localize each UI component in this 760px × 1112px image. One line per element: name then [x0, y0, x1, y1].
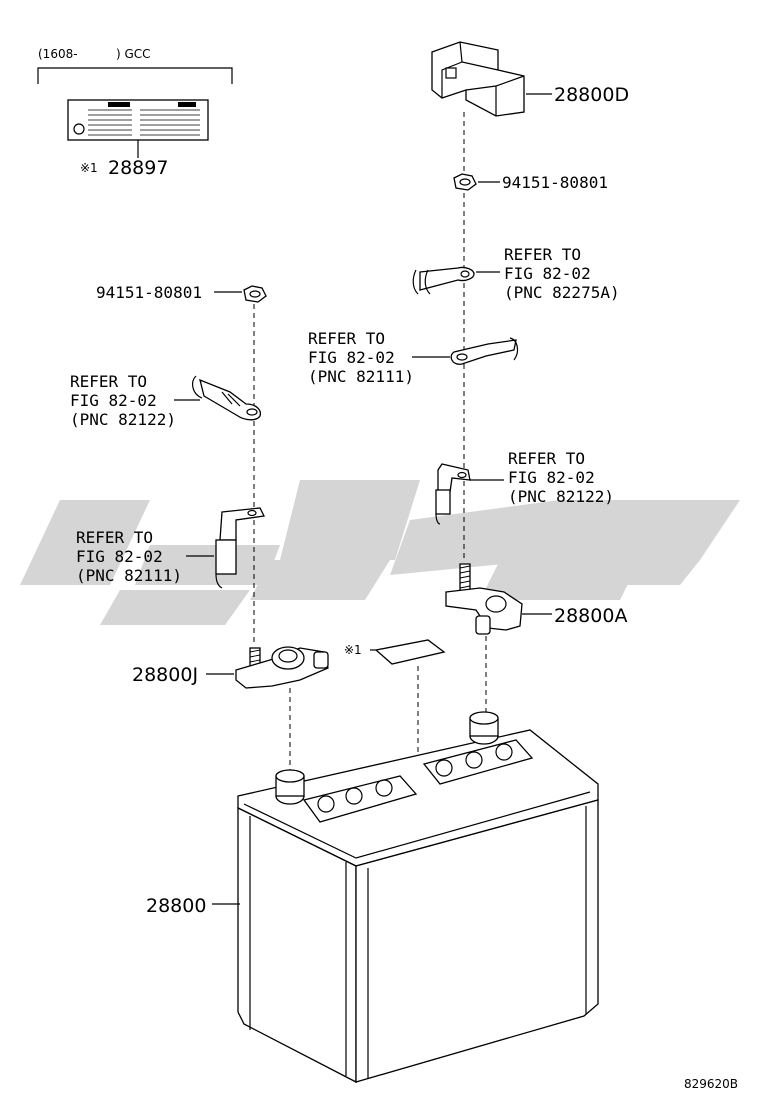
ring-terminal-82111-right[interactable] [450, 337, 519, 365]
ref4-line1: REFER TO [70, 372, 147, 391]
ref5-line2: FIG 82-02 [76, 547, 163, 566]
positive-clamp-part[interactable] [445, 563, 523, 635]
part-number-28897[interactable]: 28897 [108, 157, 168, 179]
part-number-28800[interactable]: 28800 [146, 895, 206, 917]
ref5-line1: REFER TO [76, 528, 153, 547]
nut-top-part[interactable] [453, 173, 477, 191]
ref3-line3[interactable]: (PNC 82122) [508, 487, 614, 506]
part-number-94151-left[interactable]: 94151-80801 [96, 283, 202, 302]
ref1-line2: FIG 82-02 [504, 264, 591, 283]
sheet-note-mark: ※1 [344, 643, 362, 657]
ref2-line1: REFER TO [308, 329, 385, 348]
battery-part[interactable] [237, 711, 599, 1084]
ring-terminal-82122-left[interactable] [192, 375, 262, 421]
ref1-line3[interactable]: (PNC 82275A) [504, 283, 620, 302]
date-range-text: (1608- [38, 47, 78, 61]
cable-terminal-82275A[interactable] [412, 266, 475, 295]
part-number-28800D[interactable]: 28800D [554, 84, 629, 106]
nut-left-part[interactable] [243, 285, 267, 303]
bracket-terminal-82122-right[interactable] [435, 463, 471, 525]
ref5-line3[interactable]: (PNC 82111) [76, 566, 182, 585]
ref3-line1: REFER TO [508, 449, 585, 468]
applicability-bracket: (1608- ) GCC [37, 47, 233, 84]
warning-sheet-part[interactable] [374, 639, 446, 665]
negative-clamp-part[interactable] [235, 646, 329, 689]
ref4-line2: FIG 82-02 [70, 391, 157, 410]
bracket-terminal-82111-left[interactable] [215, 507, 265, 589]
ref1-line1: REFER TO [504, 245, 581, 264]
part-number-94151-top[interactable]: 94151-80801 [502, 173, 608, 192]
region-text: ) GCC [116, 47, 151, 61]
figure-id: 829620B [684, 1077, 738, 1091]
part-number-28800A[interactable]: 28800A [554, 605, 627, 627]
part-number-28800J[interactable]: 28800J [132, 664, 198, 686]
terminal-cover-part[interactable] [431, 41, 525, 117]
ref4-line3[interactable]: (PNC 82122) [70, 410, 176, 429]
ref2-line3[interactable]: (PNC 82111) [308, 367, 414, 386]
watermark-logo [20, 480, 740, 625]
label-note-mark: ※1 [80, 161, 98, 175]
ref2-line2: FIG 82-02 [308, 348, 395, 367]
caution-label-part[interactable] [67, 99, 209, 158]
ref3-line2: FIG 82-02 [508, 468, 595, 487]
